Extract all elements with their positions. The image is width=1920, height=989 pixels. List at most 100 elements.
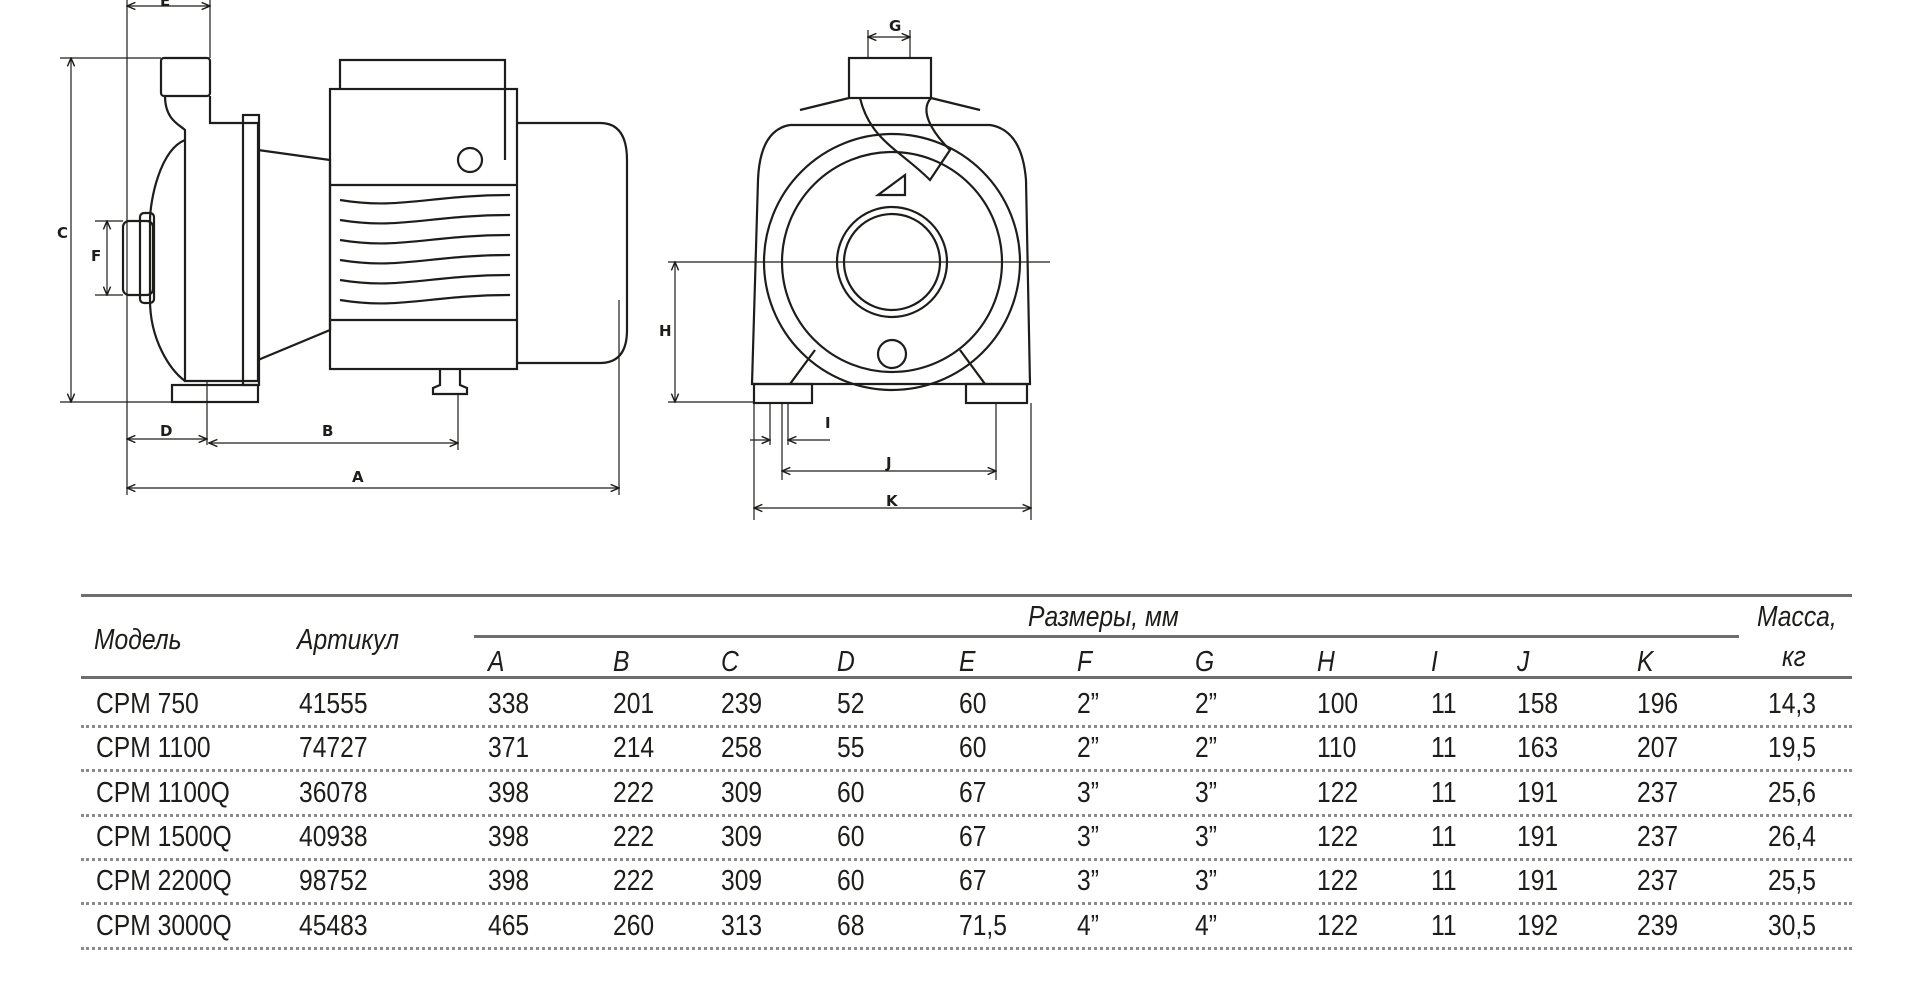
header-dim-h: H — [1317, 646, 1335, 678]
header-dim-i: I — [1431, 646, 1438, 678]
cell-mass: 25,5 — [1768, 865, 1816, 898]
cell-model: CPM 3000Q — [96, 909, 232, 942]
cell-model: CPM 1100Q — [96, 776, 230, 809]
cell-dim-b: 222 — [613, 865, 655, 898]
cell-dim-f: 4” — [1077, 909, 1099, 942]
cell-dim-k: 237 — [1637, 820, 1679, 853]
cell-dim-d: 52 — [837, 688, 865, 720]
header-dimensions: Размеры, мм — [1028, 601, 1179, 633]
cell-dim-f: 2” — [1077, 688, 1099, 720]
cell-dim-c: 309 — [721, 776, 763, 809]
cell-dim-d: 60 — [837, 776, 865, 809]
header-mass: Масса, — [1757, 601, 1837, 633]
cell-dim-d: 60 — [837, 820, 865, 853]
cell-dim-f: 2” — [1077, 732, 1099, 765]
dim-label-j: J — [885, 454, 892, 472]
cell-dim-e: 67 — [959, 865, 987, 898]
cell-mass: 14,3 — [1768, 688, 1816, 720]
cell-dim-b: 222 — [613, 776, 655, 809]
cell-dim-h: 122 — [1317, 909, 1359, 942]
header-dim-a: A — [488, 646, 505, 678]
cell-dim-g: 2” — [1195, 688, 1217, 720]
cell-dim-d: 60 — [837, 865, 865, 898]
cell-dim-i: 11 — [1431, 776, 1457, 809]
cell-dim-a: 398 — [488, 776, 530, 809]
cell-dim-j: 158 — [1517, 688, 1559, 720]
cell-model: CPM 2200Q — [96, 865, 232, 898]
cell-dim-d: 55 — [837, 732, 865, 765]
cell-dim-i: 11 — [1431, 909, 1457, 942]
pump-dimension-drawing: E C F D B A G H I J K — [57, 0, 1050, 520]
cell-mass: 19,5 — [1768, 732, 1816, 765]
cell-dim-k: 237 — [1637, 776, 1679, 809]
cell-dim-g: 4” — [1195, 909, 1217, 942]
header-dim-k: K — [1637, 646, 1654, 678]
cell-dim-g: 3” — [1195, 776, 1217, 809]
cell-mass: 30,5 — [1768, 909, 1816, 942]
cell-dim-k: 207 — [1637, 732, 1679, 765]
cell-model: CPM 1100 — [96, 732, 211, 765]
header-dim-g: G — [1195, 646, 1215, 678]
cell-dim-a: 398 — [488, 820, 530, 853]
dim-label-b: B — [322, 422, 333, 440]
cell-dim-h: 122 — [1317, 865, 1359, 898]
dim-label-g: G — [889, 17, 901, 35]
cell-dim-f: 3” — [1077, 820, 1099, 853]
cell-dim-e: 60 — [959, 688, 987, 720]
cell-dim-j: 163 — [1517, 732, 1559, 765]
row-divider — [81, 946, 1852, 950]
row-divider — [81, 902, 1852, 906]
cell-dim-e: 67 — [959, 820, 987, 853]
dim-label-k: K — [886, 492, 899, 510]
cell-dim-a: 338 — [488, 688, 530, 720]
cell-article: 45483 — [299, 909, 368, 942]
cell-dim-h: 122 — [1317, 776, 1359, 809]
cell-dim-a: 465 — [488, 909, 530, 942]
header-dim-b: B — [613, 646, 630, 678]
cell-dim-j: 192 — [1517, 909, 1559, 942]
cell-dim-i: 11 — [1431, 688, 1457, 720]
header-dim-e: E — [959, 646, 976, 678]
cell-dim-j: 191 — [1517, 776, 1559, 809]
side-view — [121, 56, 629, 404]
dim-label-d: D — [160, 422, 172, 440]
header-mass-unit: кг — [1782, 641, 1806, 673]
cell-model: CPM 750 — [96, 688, 199, 720]
cell-dim-i: 11 — [1431, 732, 1457, 765]
cell-dim-h: 122 — [1317, 820, 1359, 853]
cell-dim-d: 68 — [837, 909, 865, 942]
dim-label-c: C — [57, 224, 68, 242]
cell-dim-a: 398 — [488, 865, 530, 898]
cell-dim-c: 313 — [721, 909, 763, 942]
cell-dim-a: 371 — [488, 732, 530, 765]
cell-mass: 25,6 — [1768, 776, 1816, 809]
table-top-rule — [81, 594, 1852, 597]
cell-dim-g: 2” — [1195, 732, 1217, 765]
cell-model: CPM 1500Q — [96, 820, 232, 853]
cell-dim-i: 11 — [1431, 865, 1457, 898]
header-article: Артикул — [297, 624, 399, 656]
row-divider — [81, 769, 1852, 773]
header-dim-j: J — [1517, 646, 1530, 678]
cell-dim-j: 191 — [1517, 865, 1559, 898]
row-divider — [81, 725, 1852, 728]
cell-article: 41555 — [299, 688, 368, 720]
cell-dim-g: 3” — [1195, 820, 1217, 853]
cell-article: 36078 — [299, 776, 368, 809]
cell-dim-e: 71,5 — [959, 909, 1007, 942]
cell-dim-i: 11 — [1431, 820, 1457, 853]
dim-label-i: I — [825, 414, 831, 432]
header-dim-f: F — [1077, 646, 1093, 678]
cell-dim-k: 239 — [1637, 909, 1679, 942]
cell-dim-b: 222 — [613, 820, 655, 853]
dimension-labels: E C F D B A G H I J K — [57, 0, 901, 510]
header-dim-c: C — [721, 646, 739, 678]
header-dim-d: D — [837, 646, 855, 678]
dim-label-a: A — [352, 468, 364, 486]
front-view — [750, 56, 1032, 405]
cell-dim-c: 258 — [721, 732, 763, 765]
cell-dim-c: 309 — [721, 865, 763, 898]
cell-dim-h: 100 — [1317, 688, 1359, 720]
cell-dim-b: 201 — [613, 688, 655, 720]
cell-dim-f: 3” — [1077, 865, 1099, 898]
